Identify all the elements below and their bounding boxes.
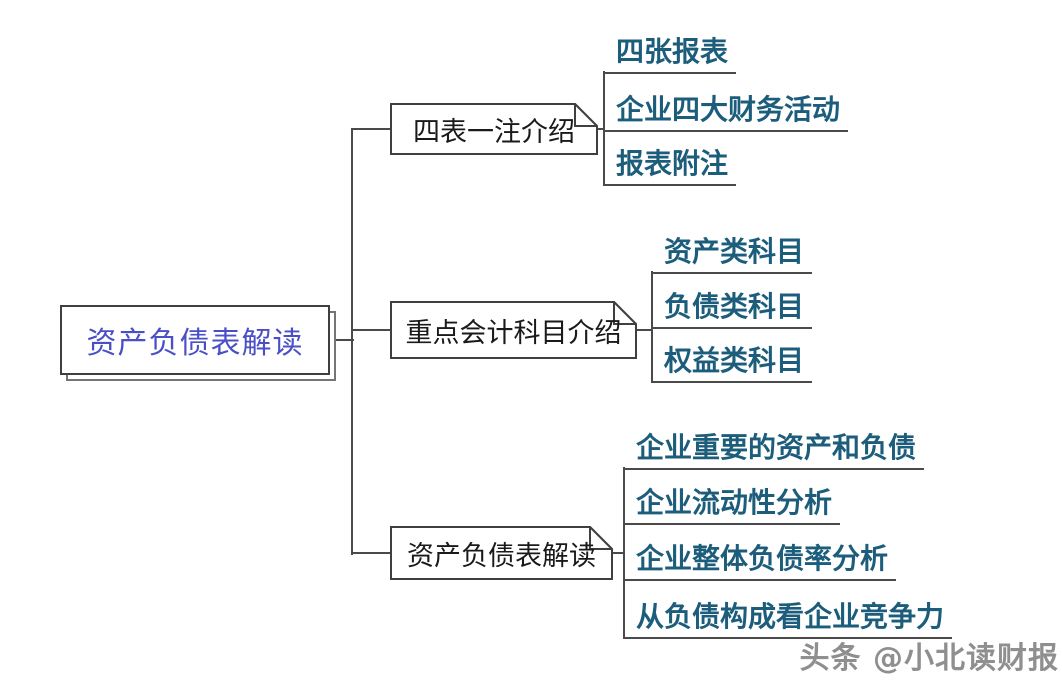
root-node[interactable]: 资产负债表解读 [60, 305, 330, 375]
branch-node-3[interactable]: 资产负债表解读 [390, 526, 613, 580]
note-shape [390, 301, 637, 359]
watermark: 头条 @小北读财报 [799, 641, 1059, 676]
leaf-item[interactable]: 企业整体负债率分析 [623, 543, 897, 581]
leaf-item[interactable]: 四张报表 [603, 36, 737, 74]
branch1-right-connector-line [595, 128, 605, 130]
leaf-item[interactable]: 企业四大财务活动 [603, 94, 849, 132]
branch-node-2[interactable]: 重点会计科目介绍 [390, 301, 637, 359]
branch2-left-connector-line [353, 329, 391, 331]
branch2-right-connector-line [634, 329, 653, 331]
branch3-left-connector-line [353, 552, 391, 554]
root-node-label: 资产负债表解读 [86, 326, 304, 361]
root-connector-line [330, 339, 354, 341]
branch-node-label: 四表一注介绍 [413, 116, 575, 148]
branch-node-1[interactable]: 四表一注介绍 [390, 103, 598, 155]
leaf-item[interactable]: 企业重要的资产和负债 [623, 432, 925, 470]
leaf-item[interactable]: 资产类科目 [651, 236, 813, 274]
leaf-item[interactable]: 权益类科目 [651, 345, 813, 383]
branch3-right-connector-line [610, 552, 625, 554]
leaf-item[interactable]: 负债类科目 [651, 291, 813, 329]
note-shape [390, 526, 613, 580]
leaf-item[interactable]: 从负债构成看企业竞争力 [623, 601, 953, 639]
note-shape [390, 103, 598, 155]
branch1-leaf-spine-line [603, 71, 605, 186]
branch-node-label: 重点会计科目介绍 [405, 317, 622, 349]
branch1-left-connector-line [353, 128, 391, 130]
branch-node-label: 资产负债表解读 [407, 540, 596, 572]
main-spine-line [351, 128, 353, 555]
branch3-leaf-spine-line [623, 467, 625, 639]
leaf-item[interactable]: 企业流动性分析 [623, 487, 841, 525]
leaf-item[interactable]: 报表附注 [603, 148, 737, 186]
